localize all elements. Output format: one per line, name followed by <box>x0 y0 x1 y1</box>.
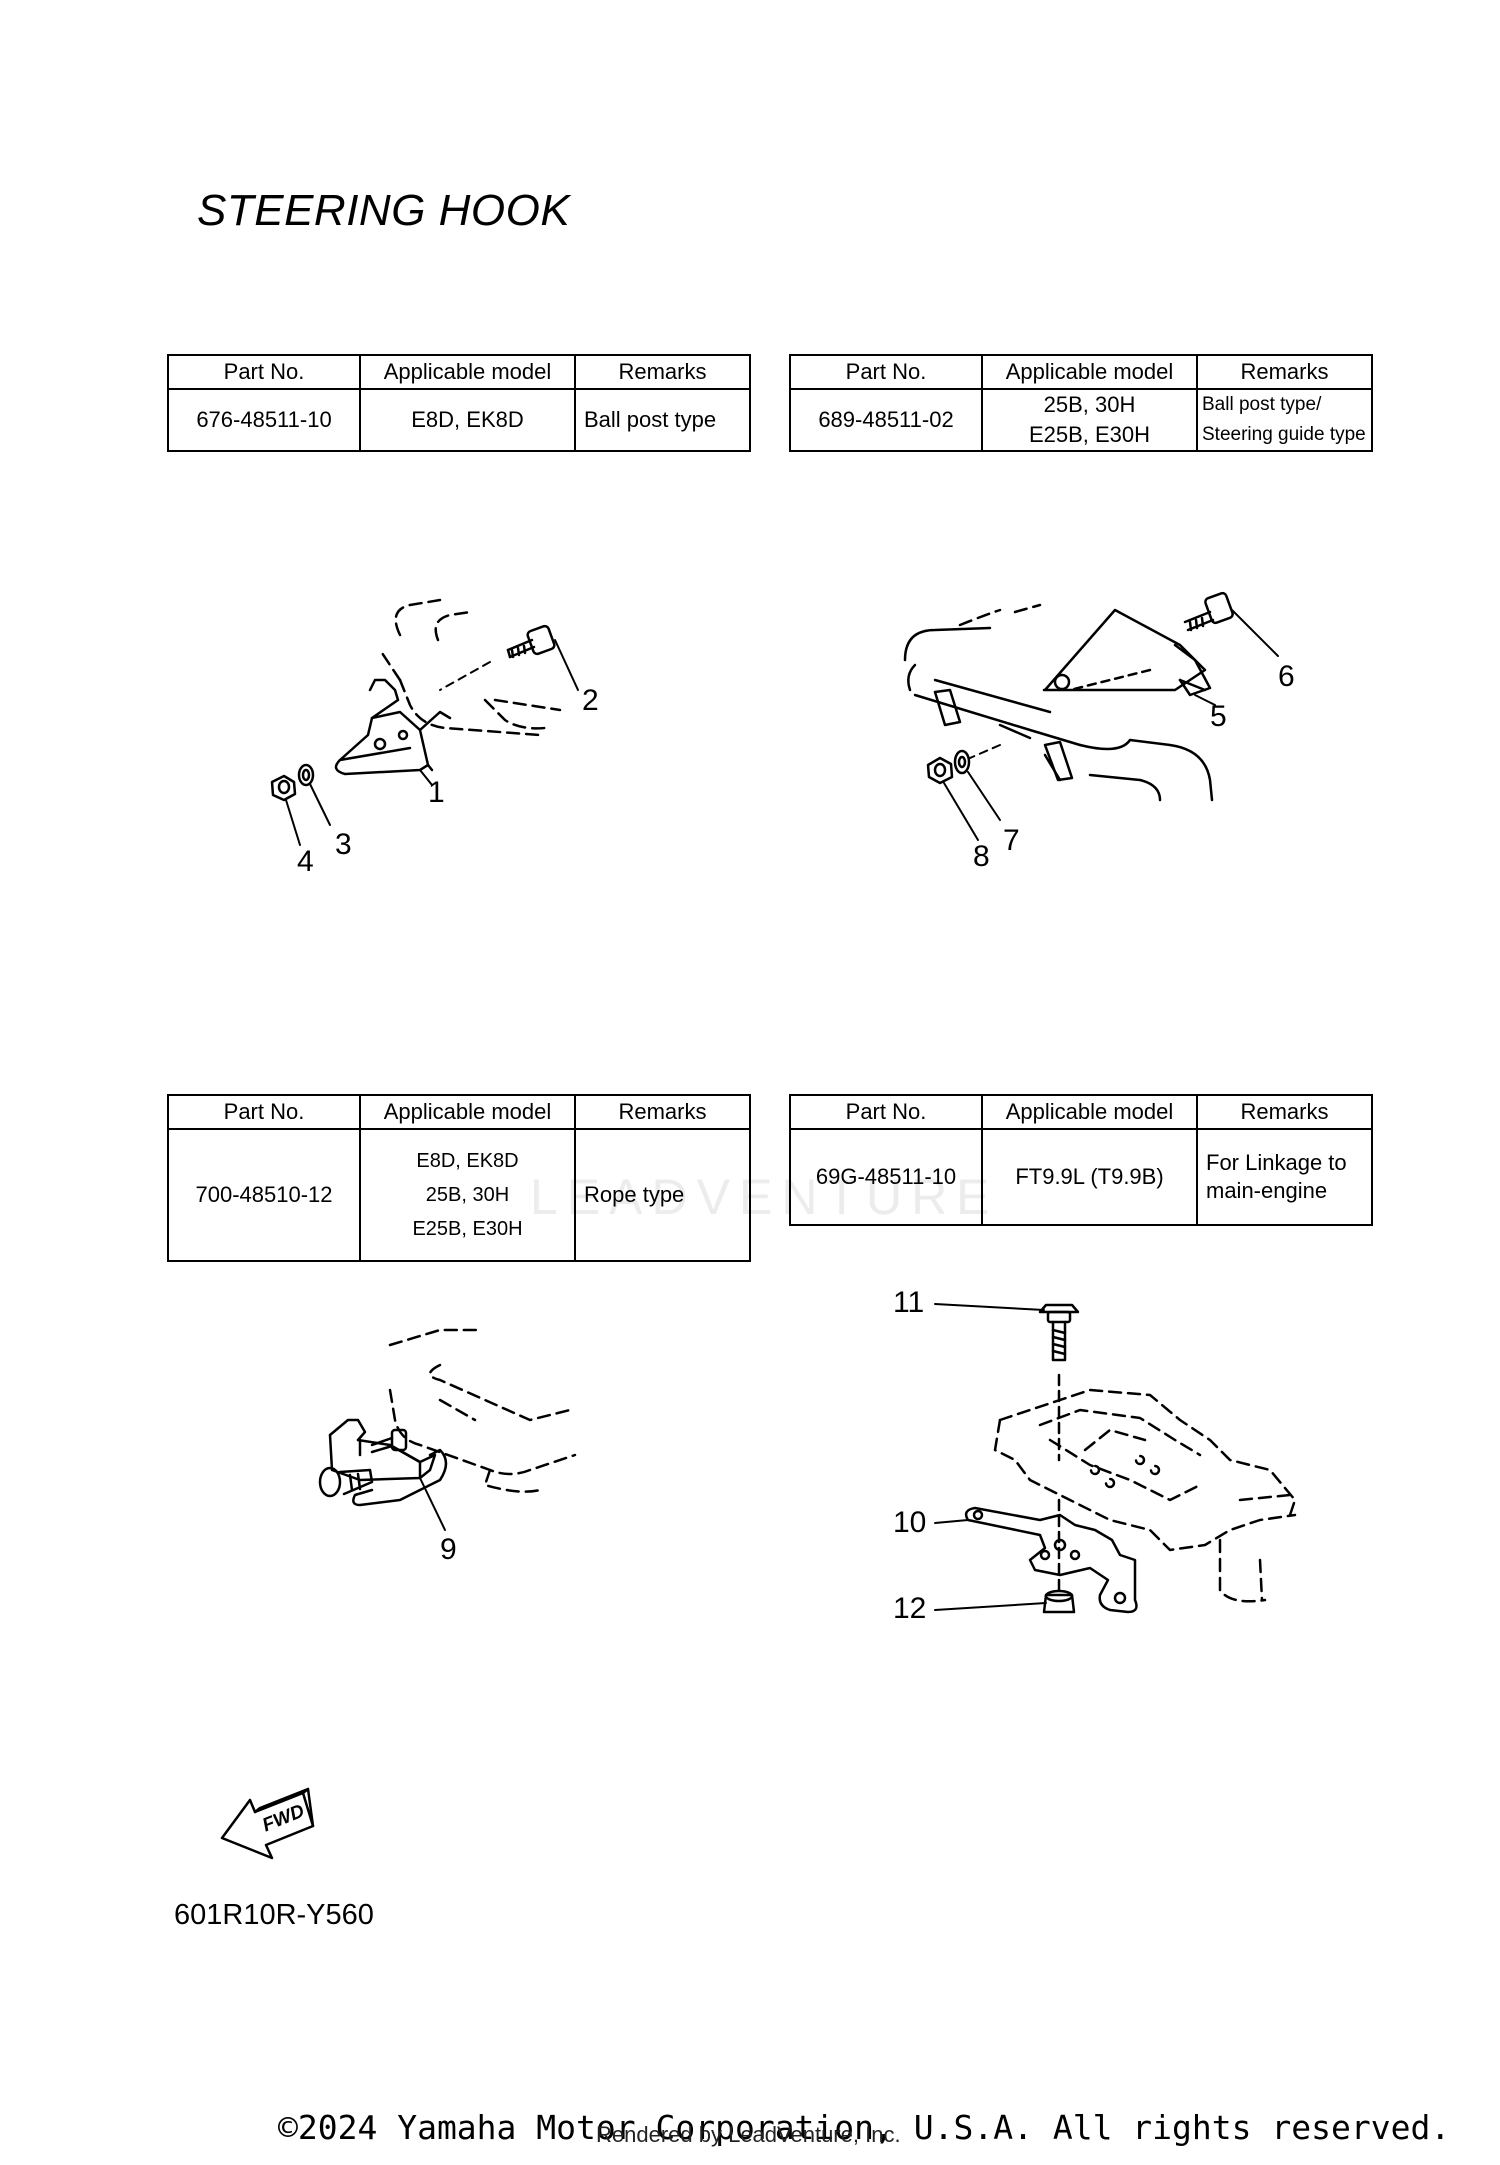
model-line: 25B, 30H <box>1043 392 1136 417</box>
header-part-no: Part No. <box>789 1094 983 1130</box>
model-line: E8D, EK8D <box>416 1150 519 1172</box>
remarks: For Linkage to main-engine <box>1196 1128 1373 1226</box>
nut-4 <box>270 774 297 802</box>
callout-1: 1 <box>428 776 445 809</box>
steering-hook-bracket-1 <box>334 678 452 776</box>
steering-handle-outline-3 <box>388 1328 577 1493</box>
callout-11: 11 <box>893 1286 925 1319</box>
header-part-no: Part No. <box>789 354 983 390</box>
model-line: E25B, E30H <box>1028 422 1151 447</box>
nut-12 <box>1042 1589 1076 1614</box>
diagram-code: 601R10R-Y560 <box>174 1899 374 1931</box>
part-number: 700-48510-12 <box>167 1128 361 1262</box>
callout-10: 10 <box>893 1506 927 1539</box>
remarks-line: Ball post type/ <box>1202 394 1322 415</box>
bolt-2 <box>506 624 556 659</box>
steering-handle-outline-1 <box>378 598 562 737</box>
callout-7: 7 <box>1003 824 1020 857</box>
washer-7 <box>953 749 971 775</box>
callout-12: 12 <box>893 1592 927 1625</box>
header-remarks: Remarks <box>1196 354 1373 390</box>
rendered-by-notice: Rendered by LeadVenture, Inc. <box>596 2122 901 2147</box>
header-model: Applicable model <box>359 1094 576 1130</box>
header-remarks: Remarks <box>574 1094 751 1130</box>
callout-2: 2 <box>582 684 599 717</box>
leader-lines-2 <box>943 609 1279 841</box>
remarks-line: Steering guide type <box>1202 424 1366 445</box>
model-line: 25B, 30H <box>425 1184 510 1206</box>
bolt-11 <box>1038 1303 1080 1462</box>
applicable-model: 25B, 30H E25B, E30H <box>981 388 1198 452</box>
page-title: STEERING HOOK <box>197 186 571 235</box>
leader-lines-1 <box>285 639 579 846</box>
callout-9: 9 <box>440 1533 457 1566</box>
part-number: 676-48511-10 <box>167 388 361 452</box>
remarks-line: main-engine <box>1206 1178 1328 1203</box>
model-line: E25B, E30H <box>412 1218 523 1240</box>
header-part-no: Part No. <box>167 354 361 390</box>
header-remarks: Remarks <box>574 354 751 390</box>
applicable-model: E8D, EK8D 25B, 30H E25B, E30H <box>359 1128 576 1262</box>
steering-handle-dashed-2 <box>958 603 1042 627</box>
callout-8: 8 <box>973 840 990 873</box>
header-model: Applicable model <box>981 1094 1198 1130</box>
linkage-bracket-10 <box>964 1498 1138 1614</box>
header-remarks: Remarks <box>1196 1094 1373 1130</box>
leader-lines-3 <box>419 1477 446 1531</box>
header-model: Applicable model <box>981 354 1198 390</box>
header-part-no: Part No. <box>167 1094 361 1130</box>
remarks-line: For Linkage to <box>1206 1150 1347 1175</box>
leader-lines-4 <box>934 1303 1047 1611</box>
spec-table-3: Part No. Applicable model Remarks 700-48… <box>167 1094 751 1262</box>
remarks: Ball post type/ Steering guide type <box>1196 388 1373 452</box>
spec-table-2: Part No. Applicable model Remarks 689-48… <box>789 354 1373 452</box>
steering-guide-5 <box>1042 608 1212 697</box>
mounting-frame-outline-4 <box>993 1388 1297 1603</box>
callout-6: 6 <box>1278 660 1295 693</box>
part-number: 69G-48511-10 <box>789 1128 983 1226</box>
spec-table-1: Part No. Applicable model Remarks 676-48… <box>167 354 751 452</box>
copyright-notice: ©2024 Yamaha Motor Corporation, U.S.A. A… <box>278 2108 1451 2147</box>
spec-table-4: Part No. Applicable model Remarks 69G-48… <box>789 1094 1373 1226</box>
washer-3 <box>297 763 315 787</box>
bolt-6 <box>1183 591 1234 632</box>
remarks: Ball post type <box>574 388 751 452</box>
callout-5: 5 <box>1210 700 1227 733</box>
fwd-arrow-icon <box>220 1787 315 1860</box>
remarks: Rope type <box>574 1128 751 1262</box>
header-model: Applicable model <box>359 354 576 390</box>
callout-3: 3 <box>335 828 352 861</box>
steering-handle-outline-2 <box>903 626 1214 802</box>
callout-4: 4 <box>297 845 314 878</box>
part-number: 689-48511-02 <box>789 388 983 452</box>
nut-8 <box>926 756 954 785</box>
applicable-model: FT9.9L (T9.9B) <box>981 1128 1198 1226</box>
applicable-model: E8D, EK8D <box>359 388 576 452</box>
